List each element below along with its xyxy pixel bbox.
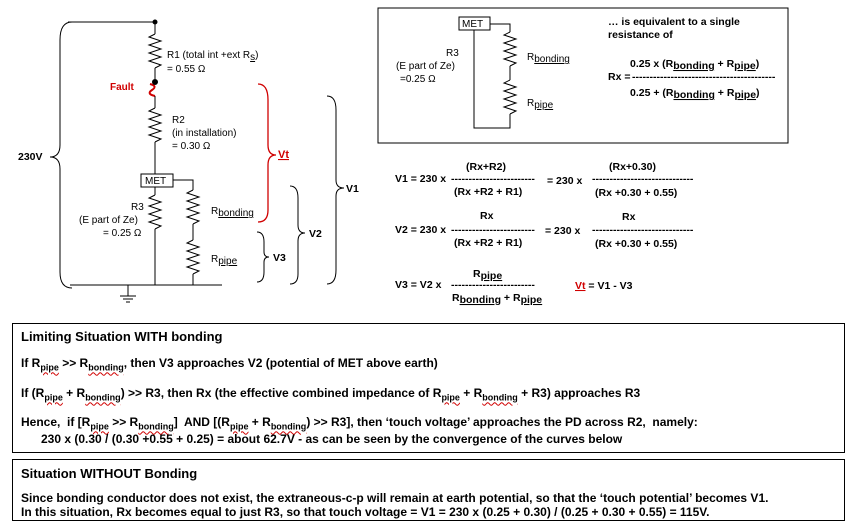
vt-equation: Vt = V1 - V3 xyxy=(575,280,633,292)
svg-text:Rbonding + Rpipe: Rbonding + Rpipe xyxy=(452,292,542,306)
svg-text:(Rx+0.30): (Rx+0.30) xyxy=(609,161,656,173)
eq-r3-value: =0.25 Ω xyxy=(400,74,436,85)
v3-equation: Rpipe V3 = V2 x ------------------------… xyxy=(395,268,542,306)
svg-text:V1 = 230 x: V1 = 230 x xyxy=(395,173,446,185)
without-line-1: Since bonding conductor does not exist, … xyxy=(21,491,769,505)
svg-text:-----------------------------: ----------------------------- xyxy=(592,224,694,236)
without-line-2: In this situation, Rx becomes equal to j… xyxy=(21,505,710,519)
v2-equation: Rx V2 = 230 x ------------------------ (… xyxy=(395,210,694,250)
svg-text:= 230 x: = 230 x xyxy=(545,225,580,237)
without-title: Situation WITHOUT Bonding xyxy=(21,466,198,481)
eq-rpipe-label: Rpipe xyxy=(527,98,554,111)
svg-text:(Rx +R2 + R1): (Rx +R2 + R1) xyxy=(454,237,522,249)
eq-r3-desc: (E part of Ze) xyxy=(396,61,455,72)
r1-value: = 0.55 Ω xyxy=(167,64,206,75)
svg-text:Rx: Rx xyxy=(622,211,636,223)
svg-text:= 230 x: = 230 x xyxy=(547,175,582,187)
svg-text:V3 = V2 x: V3 = V2 x xyxy=(395,279,442,291)
vt-brace xyxy=(257,83,277,223)
eq-rbonding-label: Rbonding xyxy=(527,52,570,65)
met-box xyxy=(140,173,174,188)
r2-resistor xyxy=(147,107,163,143)
vt-label: Vt xyxy=(278,149,289,161)
limiting-situation-box: Limiting Situation WITH bonding If Rpipe… xyxy=(12,323,845,453)
eq-title-2: resistance of xyxy=(608,29,673,41)
equivalent-box xyxy=(377,7,789,144)
svg-text:(Rx +0.30 + 0.55): (Rx +0.30 + 0.55) xyxy=(595,238,677,250)
r3-label: R3 xyxy=(131,202,144,213)
rbonding-resistor xyxy=(185,189,201,225)
svg-text:Rpipe: Rpipe xyxy=(473,268,502,282)
main-circuit xyxy=(49,19,345,303)
supply-brace xyxy=(49,21,73,289)
limiting-line-4: 230 x (0.30 / (0.30 +0.55 + 0.25) = abou… xyxy=(41,432,623,446)
r3-value: = 0.25 Ω xyxy=(103,228,142,239)
v3-brace xyxy=(256,231,270,283)
eq-met-box xyxy=(458,16,491,31)
fault-symbol xyxy=(148,83,156,97)
svg-text:Rx: Rx xyxy=(480,210,494,222)
fault-label: Fault xyxy=(110,82,135,93)
v2-brace xyxy=(289,185,306,285)
svg-text:(Rx+R2): (Rx+R2) xyxy=(466,161,506,173)
svg-text:-----------------------------: ----------------------------- xyxy=(592,173,694,185)
rpipe-label: Rpipe xyxy=(211,254,238,267)
r1-label: R1 (total int +ext Rs) xyxy=(167,50,258,63)
svg-text:------------------------: ------------------------ xyxy=(451,224,535,236)
r2-value: = 0.30 Ω xyxy=(172,141,211,152)
eq-rx-label: Rx = xyxy=(608,71,630,83)
r1-resistor xyxy=(147,33,163,69)
eq-denominator: 0.25 + (Rbonding + Rpipe) xyxy=(630,87,760,101)
v3-label: V3 xyxy=(273,252,286,264)
v1-equation: (Rx+R2) V1 = 230 x ---------------------… xyxy=(395,161,694,199)
limiting-line-2: If (Rpipe + Rbonding) >> R3, then Rx (th… xyxy=(21,386,641,403)
svg-text:V2 = 230 x: V2 = 230 x xyxy=(395,224,446,236)
svg-text:(Rx +0.30 + 0.55): (Rx +0.30 + 0.55) xyxy=(595,187,677,199)
limiting-title: Limiting Situation WITH bonding xyxy=(21,329,223,344)
r2-label: R2 xyxy=(172,115,185,126)
circuit-diagram: MET 230V R1 (total int +ext Rs) = 0.55 Ω… xyxy=(18,7,789,306)
rbonding-label: Rbonding xyxy=(211,206,254,219)
earth-symbol xyxy=(120,295,136,303)
met-label: MET xyxy=(145,176,166,187)
without-bonding-box: Situation WITHOUT Bonding Since bonding … xyxy=(12,459,845,521)
eq-met-label: MET xyxy=(462,19,483,30)
limiting-line-3: Hence, if [Rpipe >> Rbonding] AND [(Rpip… xyxy=(21,415,698,432)
svg-text:------------------------: ------------------------ xyxy=(451,173,535,185)
r3-desc: (E part of Ze) xyxy=(79,215,138,226)
eq-dashes: ----------------------------------------… xyxy=(632,71,776,83)
eq-numerator: 0.25 x (Rbonding + Rpipe) xyxy=(630,58,759,72)
v1-label: V1 xyxy=(346,183,359,195)
supply-label: 230V xyxy=(18,151,43,163)
v1-brace xyxy=(326,95,345,285)
svg-text:(Rx +R2 + R1): (Rx +R2 + R1) xyxy=(454,186,522,198)
rpipe-resistor xyxy=(185,239,201,275)
svg-text:------------------------: ------------------------ xyxy=(451,279,535,291)
r2-desc: (in installation) xyxy=(172,128,236,139)
limiting-line-1: If Rpipe >> Rbonding, then V3 approaches… xyxy=(21,356,438,373)
eq-rpipe-resistor xyxy=(502,79,518,115)
eq-r3-label: R3 xyxy=(446,48,459,59)
eq-title-1: … is equivalent to a single xyxy=(608,16,740,28)
eq-rbonding-resistor xyxy=(502,31,518,67)
r3-resistor xyxy=(147,194,163,230)
v2-label: V2 xyxy=(309,228,322,240)
